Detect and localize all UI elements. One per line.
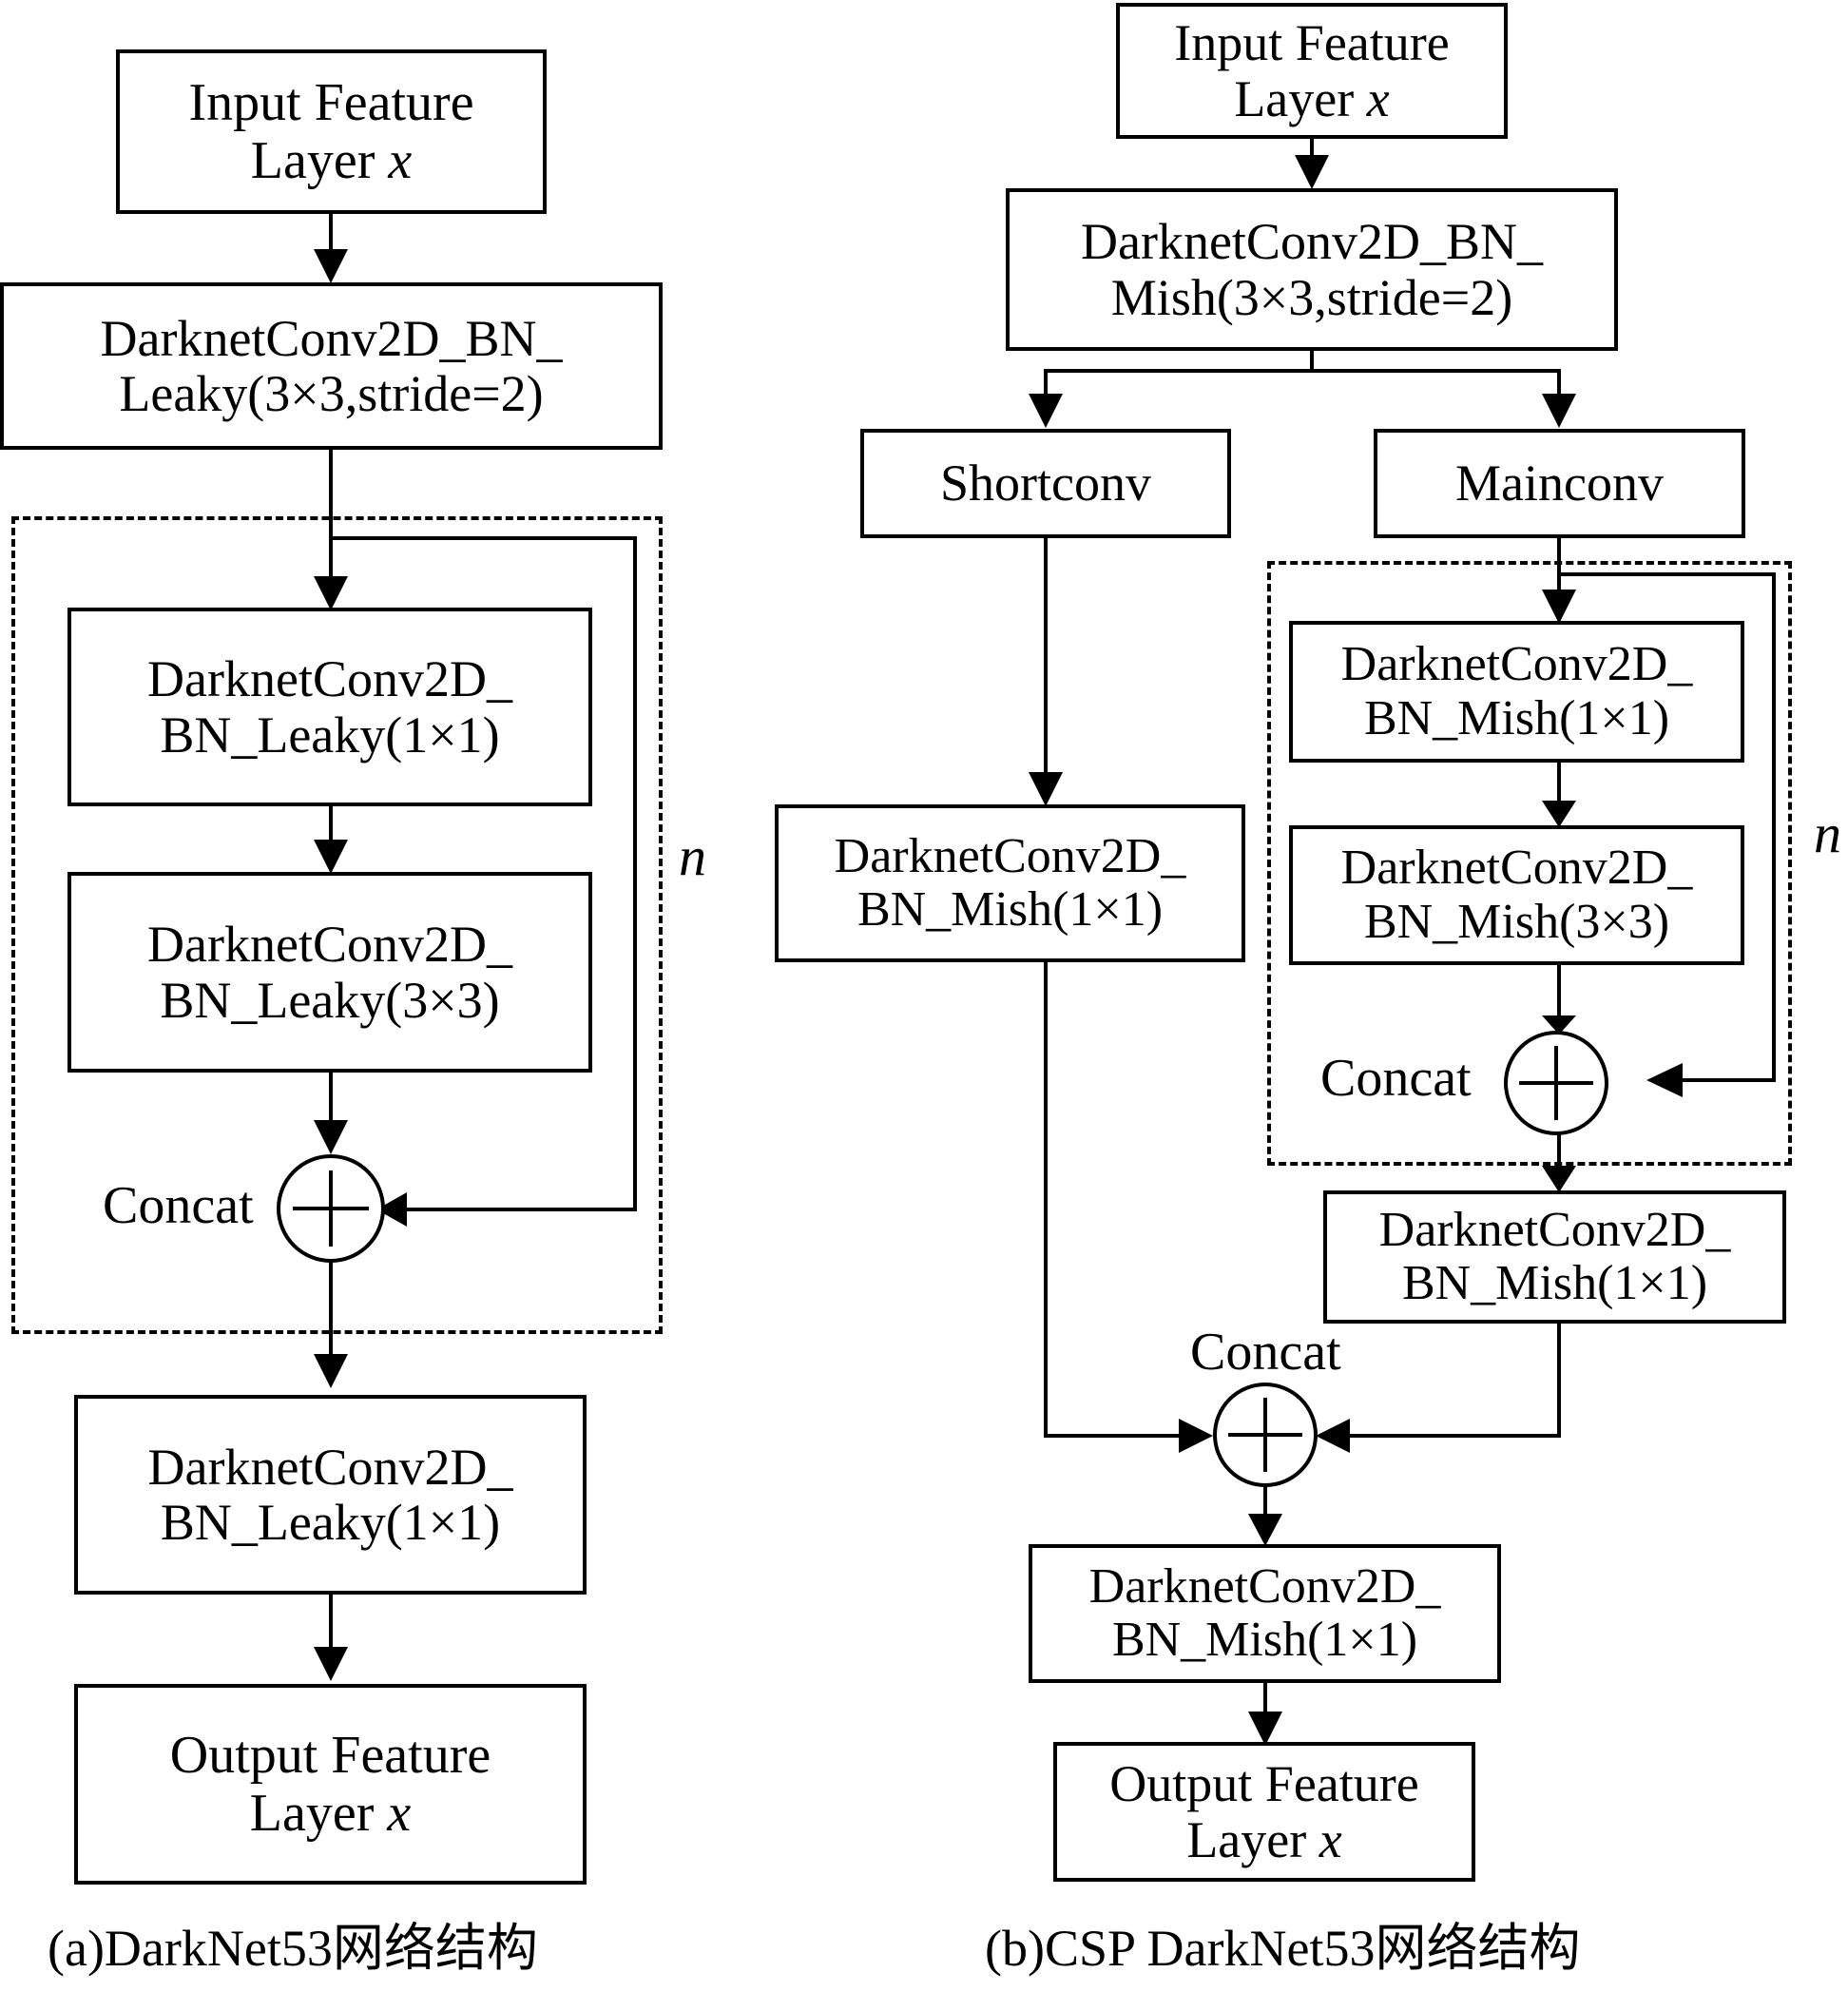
right-inner-concat-label: Concat bbox=[1320, 1049, 1472, 1108]
right-mainconv-label: Mainconv bbox=[1455, 454, 1664, 513]
right-main-conv-after-line2: BN_Mish(1×1) bbox=[1401, 1256, 1708, 1310]
left-repeat-block bbox=[11, 516, 663, 1334]
right-output-layer-text: Layer bbox=[1186, 1810, 1319, 1868]
right-output-var: x bbox=[1319, 1810, 1342, 1868]
left-arrowhead-1 bbox=[314, 249, 348, 283]
right-outer-concat-plus-icon bbox=[1213, 1383, 1318, 1487]
right-main-conv-1x1-line2: BN_Mish(1×1) bbox=[1363, 690, 1670, 745]
right-arrowhead-1 bbox=[1295, 155, 1329, 189]
right-short-conv-line2: BN_Mish(1×1) bbox=[857, 882, 1164, 937]
right-arrowhead-13 bbox=[1248, 1712, 1282, 1746]
left-input-line2: Layer x bbox=[250, 130, 413, 190]
right-input-line1: Input Feature bbox=[1174, 14, 1450, 72]
left-conv-down-line2: Leaky(3×3,stride=2) bbox=[119, 365, 544, 422]
right-output-box: Output Feature Layer x bbox=[1053, 1742, 1475, 1882]
left-conv-out-line2: BN_Leaky(1×1) bbox=[160, 1494, 501, 1551]
right-arrowhead-8 bbox=[1646, 1063, 1683, 1097]
right-input-box: Input Feature Layer x bbox=[1116, 3, 1508, 139]
right-shortconv-label: Shortconv bbox=[940, 454, 1151, 513]
right-input-layer-text: Layer bbox=[1234, 69, 1367, 127]
left-conv-3x3-box: DarknetConv2D_ BN_Leaky(3×3) bbox=[67, 872, 592, 1073]
right-arrowhead-5 bbox=[1542, 590, 1576, 624]
right-short-conv-box: DarknetConv2D_ BN_Mish(1×1) bbox=[775, 804, 1245, 962]
left-arrowhead-6 bbox=[314, 1354, 348, 1388]
right-line-short-to-concat bbox=[1044, 962, 1179, 1438]
left-concat-label: Concat bbox=[103, 1176, 254, 1235]
left-arrowhead-5 bbox=[376, 1192, 407, 1227]
right-conv-down-line2: Mish(3×3,stride=2) bbox=[1110, 268, 1513, 326]
left-caption: (a)DarkNet53网络结构 bbox=[48, 1920, 538, 1977]
right-short-conv-line1: DarknetConv2D_ bbox=[834, 828, 1186, 883]
left-arrowhead-2 bbox=[314, 576, 348, 610]
left-conv-down-box: DarknetConv2D_BN_ Leaky(3×3,stride=2) bbox=[0, 282, 663, 450]
right-input-var: x bbox=[1366, 69, 1390, 127]
right-conv-down-line1: DarknetConv2D_BN_ bbox=[1081, 213, 1543, 271]
left-residual-line bbox=[331, 536, 637, 1211]
right-main-conv-3x3-box: DarknetConv2D_ BN_Mish(3×3) bbox=[1289, 825, 1744, 965]
right-outer-concat-label: Concat bbox=[1190, 1323, 1341, 1382]
right-arrowhead-4 bbox=[1029, 772, 1063, 806]
right-final-conv-box: DarknetConv2D_ BN_Mish(1×1) bbox=[1029, 1544, 1501, 1683]
right-repeat-block bbox=[1267, 561, 1792, 1166]
right-arrowhead-7 bbox=[1542, 1015, 1576, 1035]
left-repeat-n-label: n bbox=[679, 825, 706, 887]
left-conv-out-box: DarknetConv2D_ BN_Leaky(1×1) bbox=[74, 1395, 587, 1595]
left-conv-out-line1: DarknetConv2D_ bbox=[147, 1438, 513, 1496]
left-output-layer-text: Layer bbox=[249, 1783, 388, 1843]
right-main-conv-1x1-box: DarknetConv2D_ BN_Mish(1×1) bbox=[1289, 621, 1744, 763]
right-arrowhead-3 bbox=[1542, 394, 1576, 428]
left-conv-1x1-line1: DarknetConv2D_ bbox=[147, 650, 512, 708]
right-residual-line bbox=[1559, 572, 1776, 1082]
left-input-box: Input Feature Layer x bbox=[116, 49, 547, 214]
right-main-conv-1x1-line1: DarknetConv2D_ bbox=[1340, 637, 1693, 692]
left-output-box: Output Feature Layer x bbox=[74, 1684, 587, 1885]
left-conv-1x1-line2: BN_Leaky(1×1) bbox=[160, 706, 500, 764]
left-input-var: x bbox=[388, 130, 413, 190]
left-input-line1: Input Feature bbox=[188, 73, 474, 133]
right-line-mainconv-to-concat bbox=[1350, 1324, 1561, 1438]
left-arrowhead-3 bbox=[314, 840, 348, 874]
right-main-conv-after-box: DarknetConv2D_ BN_Mish(1×1) bbox=[1323, 1190, 1786, 1324]
right-output-line1: Output Feature bbox=[1109, 1755, 1419, 1813]
right-arrowhead-12 bbox=[1248, 1514, 1282, 1546]
left-conv-down-line1: DarknetConv2D_BN_ bbox=[100, 309, 563, 367]
right-final-conv-line2: BN_Mish(1×1) bbox=[1111, 1613, 1418, 1667]
left-input-layer-text: Layer bbox=[250, 130, 389, 190]
left-arrowhead-4 bbox=[314, 1120, 348, 1154]
right-output-line2: Layer x bbox=[1186, 1810, 1342, 1868]
right-repeat-n-label: n bbox=[1814, 803, 1841, 864]
left-arrowhead-7 bbox=[314, 1647, 348, 1681]
left-conv-3x3-line2: BN_Leaky(3×3) bbox=[160, 971, 500, 1029]
right-main-conv-after-line1: DarknetConv2D_ bbox=[1378, 1202, 1731, 1257]
left-output-line1: Output Feature bbox=[169, 1726, 491, 1786]
right-shortconv-box: Shortconv bbox=[860, 429, 1231, 538]
left-output-line2: Layer x bbox=[249, 1783, 412, 1843]
right-conv-down-box: DarknetConv2D_BN_ Mish(3×3,stride=2) bbox=[1006, 188, 1618, 351]
right-arrowhead-10 bbox=[1179, 1419, 1213, 1453]
right-final-conv-line1: DarknetConv2D_ bbox=[1088, 1558, 1441, 1614]
left-conv-1x1-box: DarknetConv2D_ BN_Leaky(1×1) bbox=[67, 608, 592, 806]
left-output-var: x bbox=[387, 1783, 412, 1843]
right-main-conv-3x3-line1: DarknetConv2D_ bbox=[1340, 841, 1693, 896]
left-concat-plus-icon bbox=[277, 1154, 385, 1263]
left-conv-3x3-line1: DarknetConv2D_ bbox=[147, 916, 512, 974]
right-arrowhead-2 bbox=[1029, 394, 1063, 428]
right-inner-concat-plus-icon bbox=[1504, 1031, 1608, 1135]
right-split-line bbox=[1044, 369, 1561, 394]
right-arrowhead-9 bbox=[1542, 1166, 1576, 1192]
right-main-conv-3x3-line2: BN_Mish(3×3) bbox=[1363, 894, 1670, 949]
right-arrowhead-11 bbox=[1316, 1419, 1350, 1453]
right-input-line2: Layer x bbox=[1234, 69, 1390, 127]
right-arrowhead-6 bbox=[1542, 801, 1576, 827]
right-mainconv-box: Mainconv bbox=[1374, 429, 1745, 538]
right-caption: (b)CSP DarkNet53网络结构 bbox=[985, 1920, 1581, 1977]
